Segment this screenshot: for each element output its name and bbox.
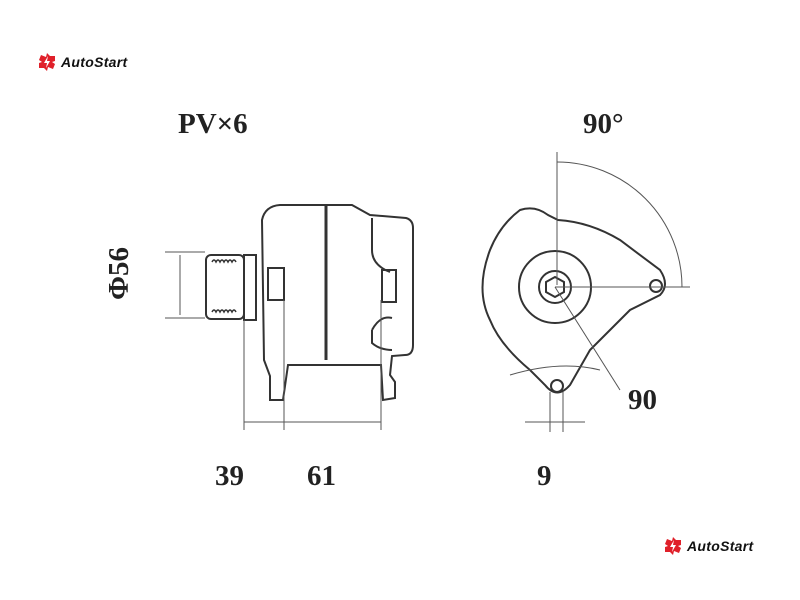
logo-icon	[665, 537, 681, 555]
dim-61-label: 61	[307, 460, 336, 492]
logo-top-left: AutoStart	[37, 52, 127, 72]
logo-text: AutoStart	[687, 538, 754, 554]
dim-39-label: 39	[215, 460, 244, 492]
diameter-label: Φ56	[103, 246, 135, 300]
dim-90-label: 90	[628, 384, 657, 416]
logo-bottom-right: AutoStart	[663, 536, 753, 556]
front-view	[481, 152, 690, 432]
angle-label: 90°	[583, 108, 624, 140]
dim-9-label: 9	[537, 460, 552, 492]
logo-text: AutoStart	[61, 54, 128, 70]
side-view	[165, 204, 414, 430]
logo-icon	[39, 53, 55, 71]
pulley-label: PV×6	[178, 108, 248, 140]
